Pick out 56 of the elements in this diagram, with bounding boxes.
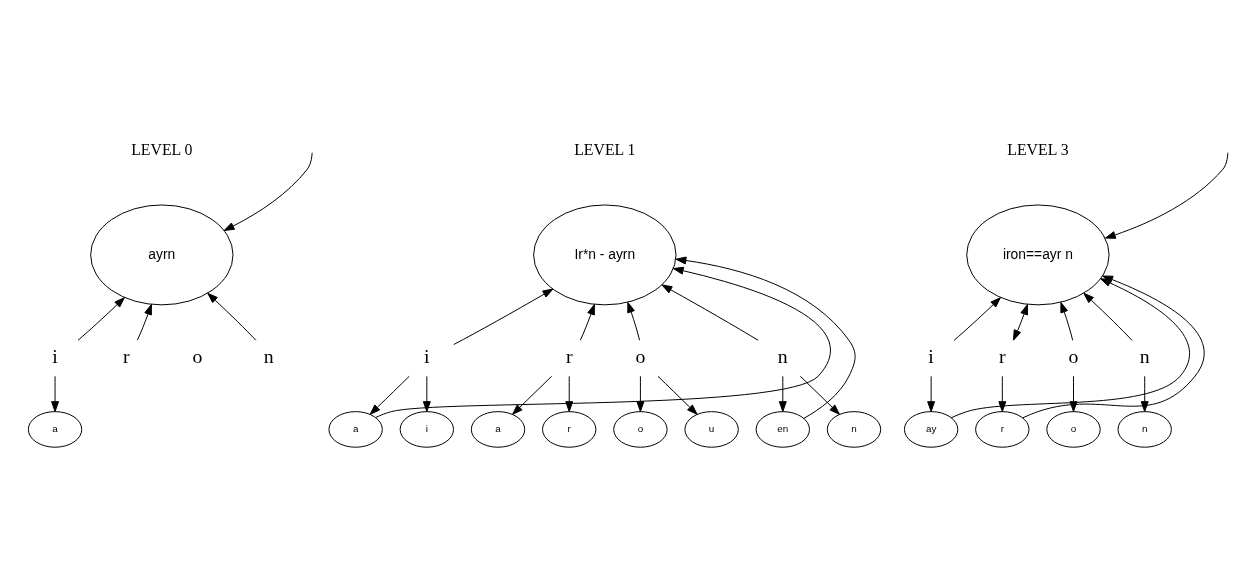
arrow <box>375 266 831 418</box>
node-ellipse: a <box>27 411 83 448</box>
arrow <box>565 375 574 413</box>
node-text: o <box>635 345 646 368</box>
label: LEVEL 0 <box>131 141 193 159</box>
arrow <box>422 375 431 413</box>
node-text: r <box>565 345 573 368</box>
arrow <box>512 375 553 415</box>
node-ellipse: o <box>1046 411 1101 448</box>
arrow <box>799 375 840 415</box>
arrow <box>675 256 856 419</box>
node-text: r <box>999 345 1006 368</box>
node-ellipse: i <box>399 411 455 448</box>
label: LEVEL 1 <box>574 141 636 159</box>
arrow <box>657 375 698 415</box>
arrow <box>927 375 936 413</box>
arrow <box>1104 152 1229 239</box>
node-ellipse: o <box>613 411 668 448</box>
node-text: i <box>52 345 58 368</box>
node-text: n <box>1139 345 1150 368</box>
arrow <box>661 284 759 341</box>
arrow <box>636 375 645 413</box>
arrow <box>1060 301 1074 341</box>
node-text: r <box>122 345 130 368</box>
node-text: o <box>192 345 203 368</box>
node-ellipse: ay <box>903 411 959 448</box>
label: LEVEL 3 <box>1007 141 1069 159</box>
node-ellipse: en <box>755 411 810 448</box>
arrow <box>627 301 641 341</box>
node-text: o <box>1068 345 1079 368</box>
node-text: n <box>263 345 274 368</box>
node-ellipse: a <box>470 411 526 448</box>
arrow <box>778 375 787 413</box>
arrow <box>136 304 152 341</box>
arrow <box>953 297 1001 341</box>
node-ellipse: Ir*n - ayrn <box>533 204 677 306</box>
node-ellipse: u <box>684 411 739 448</box>
arrow <box>223 152 313 231</box>
arrow <box>369 375 410 415</box>
arrow <box>579 304 595 341</box>
arrow <box>1140 375 1149 413</box>
arrow <box>1083 292 1133 341</box>
node-text: i <box>928 345 934 368</box>
node-ellipse: r <box>975 411 1030 448</box>
arrow <box>998 375 1007 413</box>
arrow <box>453 288 554 345</box>
node-ellipse: n <box>1117 411 1172 448</box>
node-text: n <box>777 345 788 368</box>
arrow <box>77 297 125 341</box>
node-ellipse: r <box>542 411 597 448</box>
arrow <box>51 375 59 413</box>
node-ellipse: a <box>328 411 383 448</box>
arrow <box>207 292 257 341</box>
arrow <box>1012 304 1028 341</box>
node-ellipse: n <box>826 411 882 448</box>
node-text: i <box>424 345 430 368</box>
